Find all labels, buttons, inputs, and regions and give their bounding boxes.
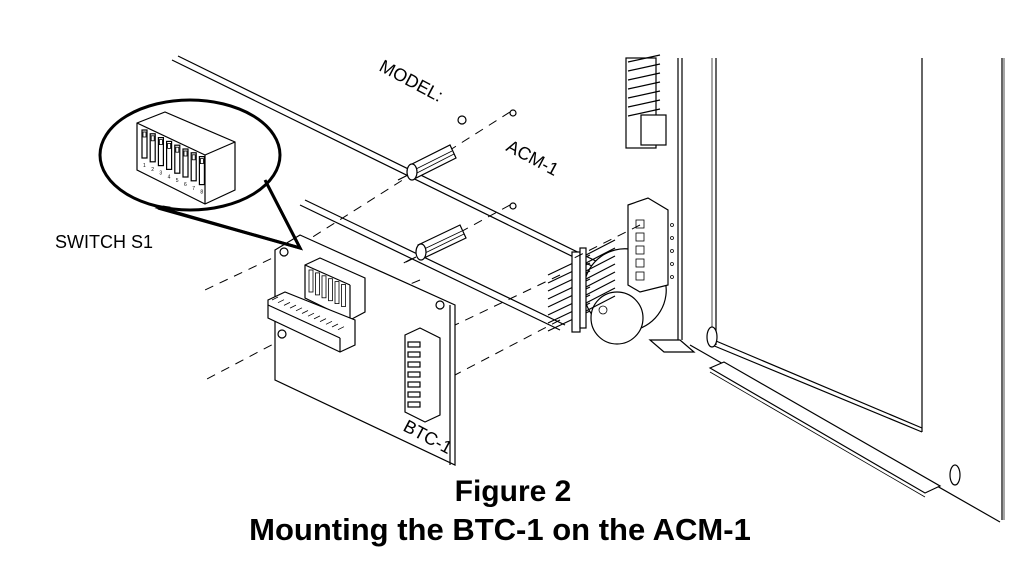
dip-slot xyxy=(157,137,164,167)
connector-tooth xyxy=(407,361,421,368)
dip-actuator xyxy=(199,158,204,165)
dip-slot xyxy=(321,275,327,299)
board-hole xyxy=(279,247,289,257)
dip-position-number: 7 xyxy=(192,186,195,192)
header-pin xyxy=(585,295,616,312)
dip-actuator xyxy=(142,131,147,138)
socket-cell xyxy=(635,258,645,268)
header-pin xyxy=(585,271,616,288)
dip-slot xyxy=(334,281,340,305)
socket-cell xyxy=(635,271,645,281)
dip-slot xyxy=(198,156,205,186)
header-pin xyxy=(585,239,616,256)
terminal-screw xyxy=(325,320,333,325)
terminal-screw xyxy=(307,312,315,317)
btc-board xyxy=(267,234,456,466)
dip-slot xyxy=(190,152,197,182)
terminal-screw xyxy=(331,323,339,328)
dip-actuator xyxy=(183,150,188,157)
header-pins xyxy=(547,239,616,333)
terminal-block xyxy=(267,291,356,353)
socket-cell xyxy=(635,245,645,255)
terminal-screw xyxy=(277,299,285,304)
mounting-slot xyxy=(949,464,961,486)
connector-tooth xyxy=(407,381,421,388)
terminal-screw xyxy=(271,296,279,301)
dip-position-number: 5 xyxy=(176,178,179,184)
dip-slot xyxy=(166,140,173,170)
dip-position-number: 3 xyxy=(159,171,162,177)
board-hole xyxy=(277,329,287,339)
top-pin xyxy=(627,99,661,108)
board-edge-connector xyxy=(404,327,441,423)
dip-slot xyxy=(315,272,320,296)
socket-cell xyxy=(635,219,645,229)
connector-tooth xyxy=(407,341,421,348)
header-pin xyxy=(585,263,616,280)
top-pin xyxy=(627,63,661,72)
dip-position-number: 6 xyxy=(184,182,187,188)
dip-position-number: 2 xyxy=(151,167,154,173)
header-pin xyxy=(585,287,616,304)
dip-slot xyxy=(308,269,314,293)
terminal-screw xyxy=(301,310,309,314)
terminal-screw xyxy=(319,318,327,322)
dip-position-number: 4 xyxy=(168,174,171,180)
top-pin xyxy=(627,72,661,81)
socket-pin xyxy=(670,275,674,279)
dip-actuator xyxy=(158,139,163,146)
connector-tooth xyxy=(407,371,421,378)
header-pin xyxy=(585,255,616,272)
dip-actuator xyxy=(175,146,180,153)
socket-pin xyxy=(670,262,674,266)
top-pin xyxy=(627,108,661,117)
board-hole xyxy=(435,300,445,310)
socket-cell xyxy=(635,232,645,242)
dip-position-number: 1 xyxy=(143,163,146,169)
connector-tooth xyxy=(407,351,421,358)
dip-slot xyxy=(141,129,148,159)
top-pin xyxy=(627,54,661,63)
terminal-screw xyxy=(337,326,345,331)
terminal-screw xyxy=(283,302,291,306)
figure-number: Figure 2 xyxy=(454,475,572,508)
dip-actuator xyxy=(167,142,172,149)
acm-1-label: ACM-1 xyxy=(503,136,562,180)
dip-position-number: 8 xyxy=(200,190,203,196)
terminal-screw xyxy=(313,315,321,320)
top-pin xyxy=(627,81,661,90)
mounting-slot xyxy=(706,326,718,348)
dip-slot xyxy=(328,278,333,302)
model-label: MODEL: xyxy=(376,56,446,106)
acm-chassis-rail xyxy=(171,55,607,331)
header-pin xyxy=(585,279,616,296)
dip-actuator xyxy=(150,135,155,142)
dip-slot xyxy=(149,133,156,163)
acm-panel xyxy=(677,58,1005,523)
connector-tooth xyxy=(407,401,421,408)
standoff-upper xyxy=(397,144,457,181)
connector-tooth xyxy=(407,391,421,398)
terminal-screw xyxy=(295,307,303,312)
dip-actuator xyxy=(191,154,196,161)
board-dip-switch xyxy=(304,257,366,321)
terminal-screw xyxy=(289,304,297,309)
header-pin xyxy=(585,247,616,264)
socket-pin xyxy=(670,249,674,253)
dip-slot xyxy=(341,284,346,307)
socket-pin xyxy=(670,236,674,240)
figure-title: Mounting the BTC-1 on the ACM-1 xyxy=(249,512,751,547)
mounting-holes xyxy=(457,109,517,210)
standoff-lower xyxy=(405,224,467,263)
socket-pin xyxy=(670,223,674,227)
switch-s1-label: SWITCH S1 xyxy=(55,232,153,252)
dip-slot xyxy=(182,148,189,178)
acm-top-connector xyxy=(625,54,667,149)
dip-slot xyxy=(174,144,181,174)
top-pin xyxy=(627,90,661,99)
